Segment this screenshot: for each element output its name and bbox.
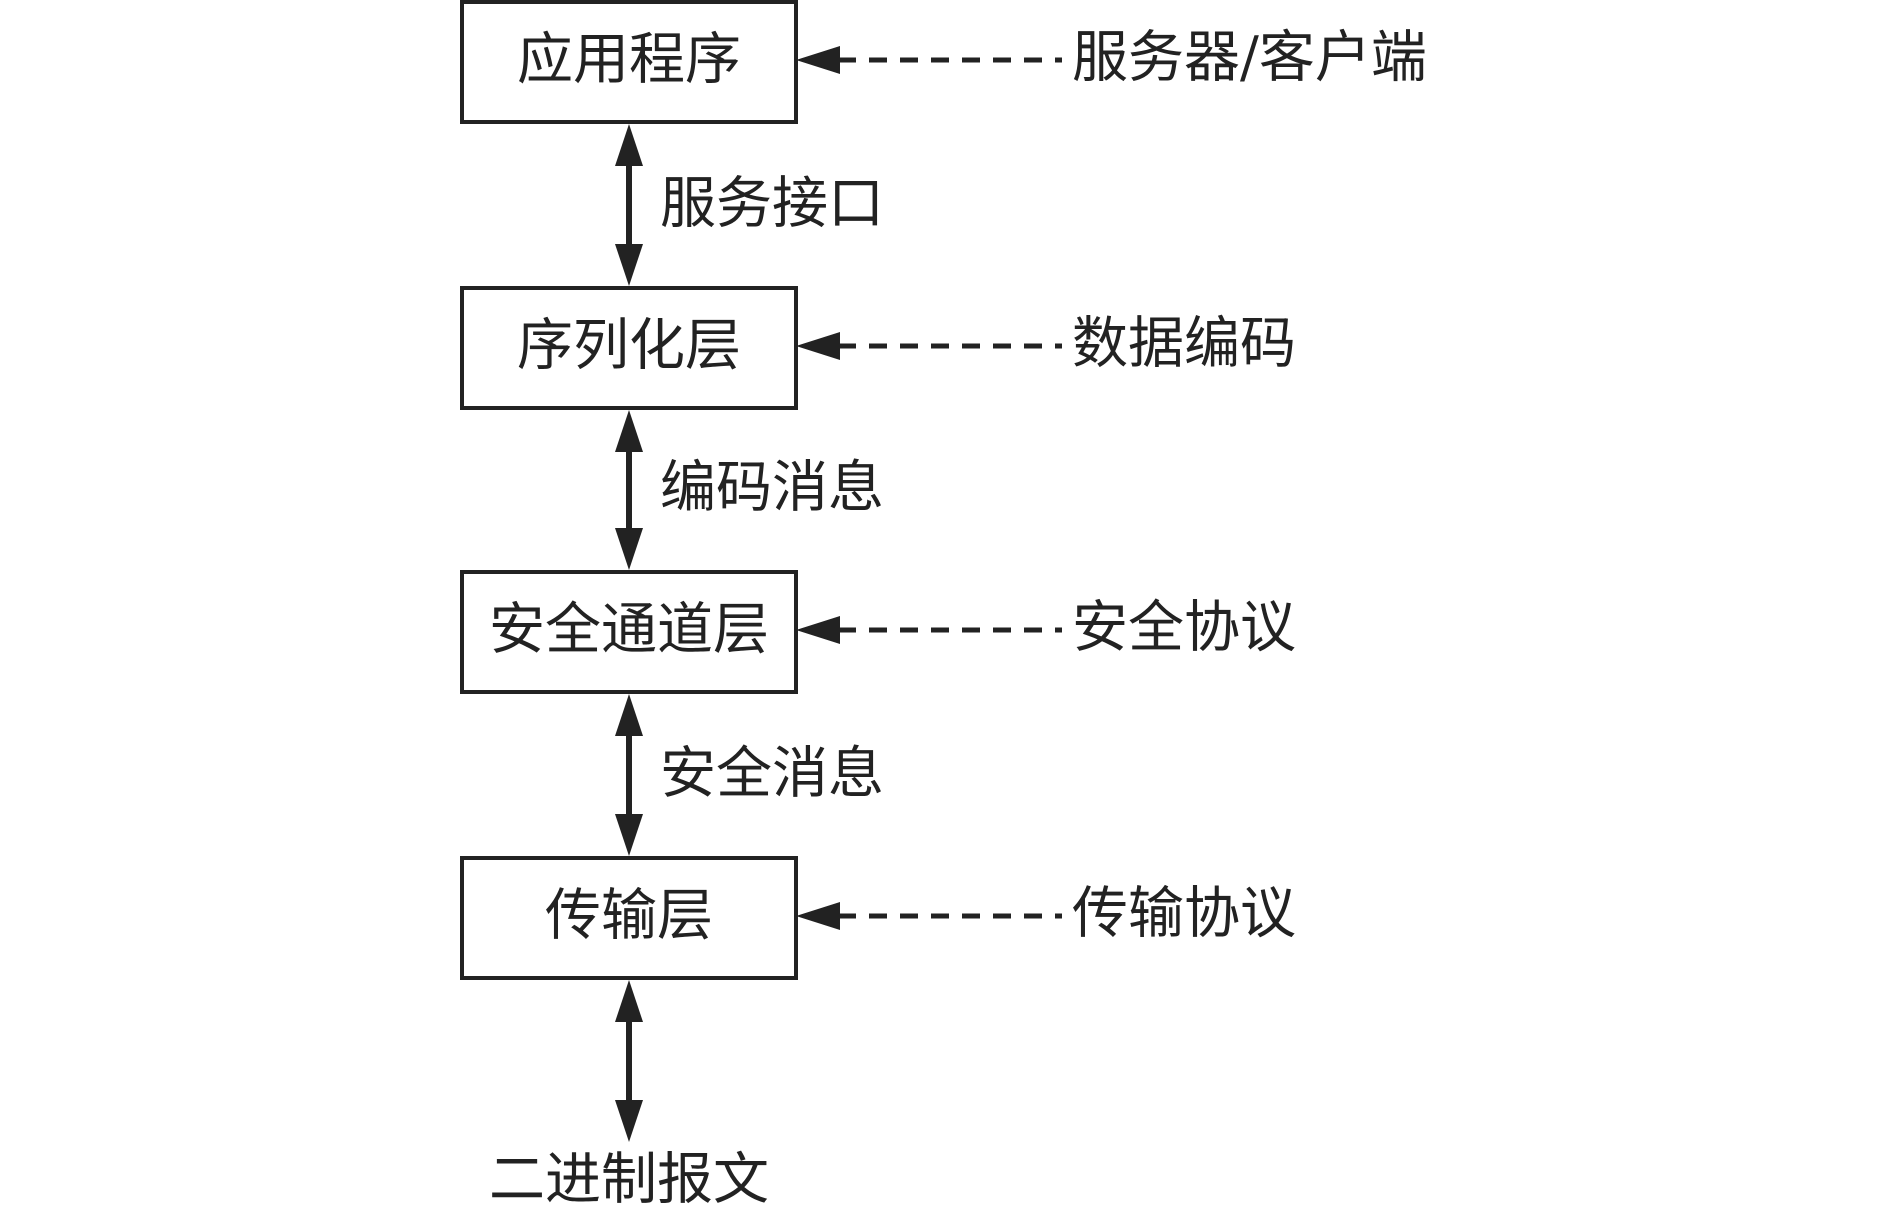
arrow-up-icon: [615, 410, 643, 452]
arrow-up-icon: [615, 694, 643, 736]
arrow-down-icon: [615, 528, 643, 570]
arrow-up-icon: [615, 124, 643, 166]
link-binary-message: [615, 980, 643, 1142]
link-label: 编码消息: [660, 456, 884, 521]
layer-label: 安全通道层: [489, 598, 769, 663]
layer-application: 应用程序: [460, 0, 798, 124]
arrow-left-icon: [796, 902, 840, 930]
link-secure-message: 安全消息: [615, 694, 884, 856]
protocol-label: 传输协议: [1072, 882, 1296, 947]
layer-box: [460, 856, 798, 980]
layer-box: [460, 0, 798, 124]
arrow-down-icon: [615, 814, 643, 856]
layer-transport: 传输层: [460, 856, 798, 980]
layer-box: [460, 286, 798, 410]
arrow-left-icon: [796, 46, 840, 74]
arrow-up-icon: [615, 980, 643, 1022]
link-label: 安全消息: [660, 742, 884, 807]
layer-box: [460, 570, 798, 694]
layer-serialization: 序列化层: [460, 286, 798, 410]
protocol-link-serialization: 数据编码: [796, 312, 1296, 377]
protocol-label: 安全协议: [1072, 596, 1296, 661]
protocol-link-secure-channel: 安全协议: [796, 596, 1296, 661]
link-service-interface: 服务接口: [615, 124, 884, 286]
arrow-left-icon: [796, 332, 840, 360]
arrow-down-icon: [615, 244, 643, 286]
layer-label: 序列化层: [517, 314, 741, 379]
layer-label: 传输层: [545, 884, 713, 949]
arrow-left-icon: [796, 616, 840, 644]
layer-secure-channel: 安全通道层: [460, 570, 798, 694]
link-encoded-message: 编码消息: [615, 410, 884, 570]
protocol-link-transport: 传输协议: [796, 882, 1296, 947]
protocol-label: 数据编码: [1072, 312, 1296, 377]
arrow-down-icon: [615, 1100, 643, 1142]
link-label: 服务接口: [660, 172, 884, 237]
protocol-label: 服务器/客户端: [1072, 26, 1427, 91]
binary-message-label: 二进制报文: [489, 1148, 769, 1211]
layer-label: 应用程序: [517, 28, 741, 93]
protocol-link-application: 服务器/客户端: [796, 26, 1427, 91]
